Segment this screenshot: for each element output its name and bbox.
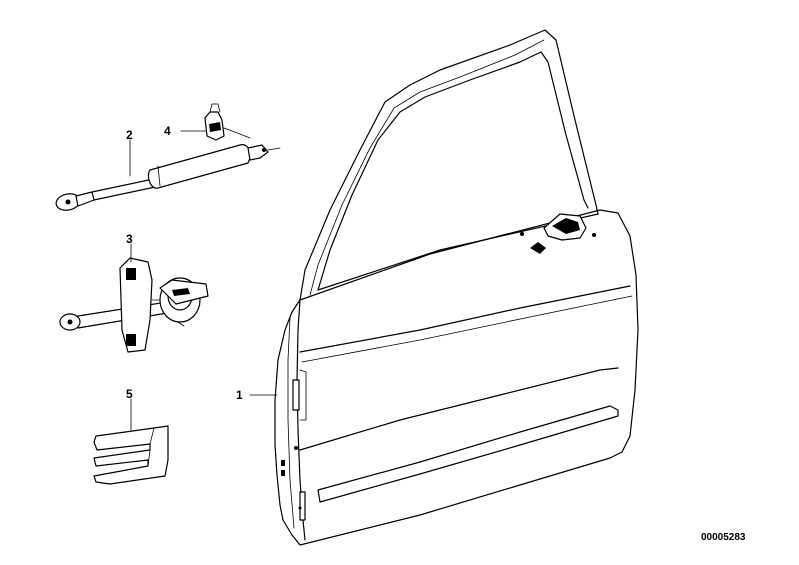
clip-part — [204, 103, 251, 141]
callout-3: 3 — [126, 232, 133, 246]
gas-strut-part — [55, 144, 281, 211]
callout-2: 2 — [126, 128, 133, 142]
callout-4: 4 — [164, 124, 171, 138]
door-part — [274, 29, 639, 546]
document-number: 00005283 — [701, 532, 746, 543]
callout-1: 1 — [236, 388, 243, 402]
plate-part — [93, 425, 169, 485]
callout-5: 5 — [126, 387, 133, 401]
door-check-part — [59, 257, 209, 353]
leader-lines — [129, 130, 278, 431]
